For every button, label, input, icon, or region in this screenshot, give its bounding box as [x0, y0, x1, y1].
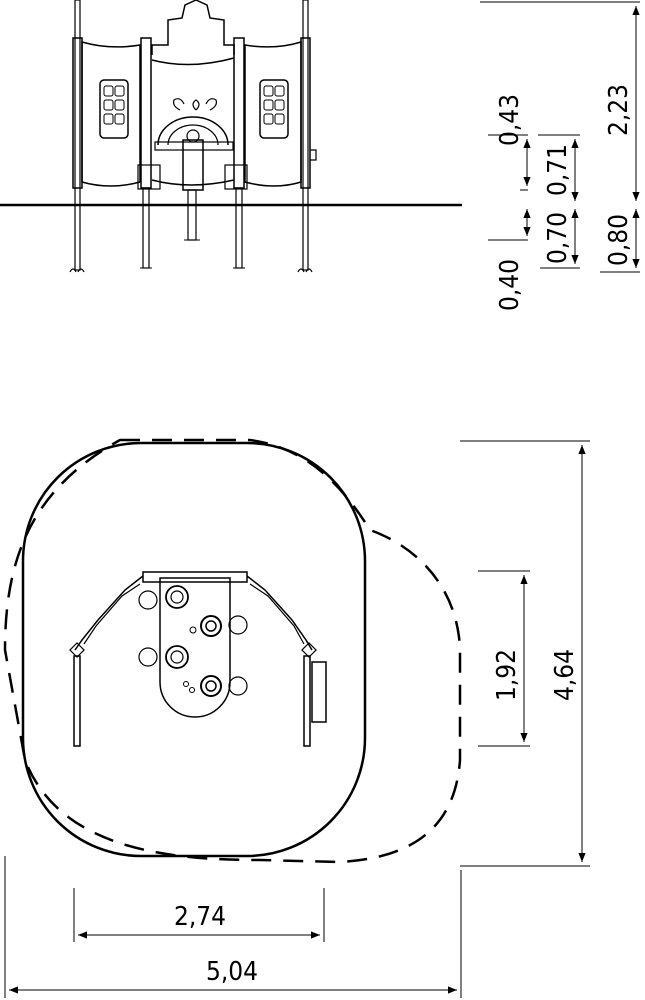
dim-inner-length: 1,92	[478, 570, 530, 747]
label-total-height: 2,23	[604, 84, 634, 136]
dim-total-width: 5,04	[4, 856, 462, 998]
label-top-h2: 0,71	[543, 144, 573, 196]
label-inner-width: 2,74	[174, 902, 226, 932]
label-total-length: 4,64	[550, 649, 580, 701]
right-side-panel	[244, 40, 302, 187]
label-depth-c: 0,40	[495, 259, 525, 311]
dim-top-h1: 0,43	[488, 94, 531, 191]
central-pole	[182, 129, 204, 241]
label-depth-a: 0,70	[543, 212, 573, 264]
left-inner-post	[137, 37, 161, 269]
elevation-view: 0,43 0,71 2,23 0,70 0,80 0,40	[0, 0, 640, 311]
central-facade	[151, 0, 235, 186]
label-inner-length: 1,92	[492, 649, 522, 701]
safety-zone-solid	[21, 441, 367, 858]
dim-top-h2: 0,71	[538, 134, 580, 201]
dim-total-height: 2,23	[480, 1, 640, 201]
dim-depth-a: 0,70	[540, 209, 580, 269]
left-side-panel	[81, 41, 141, 187]
label-total-width: 5,04	[206, 957, 258, 987]
right-inner-post	[224, 37, 248, 269]
dim-depth-c: 0,40	[488, 209, 531, 311]
dim-total-length: 4,64	[460, 440, 590, 867]
label-top-h1: 0,43	[495, 94, 525, 146]
dim-inner-width: 2,74	[73, 888, 325, 942]
dim-depth-b: 0,80	[600, 209, 640, 273]
equipment-plan	[69, 571, 327, 747]
plan-view: 1,92 4,64 2,74 5,04	[3, 438, 590, 998]
central-deck	[159, 577, 231, 718]
safety-zone-dashed	[3, 438, 462, 864]
label-depth-b: 0,80	[604, 214, 634, 266]
